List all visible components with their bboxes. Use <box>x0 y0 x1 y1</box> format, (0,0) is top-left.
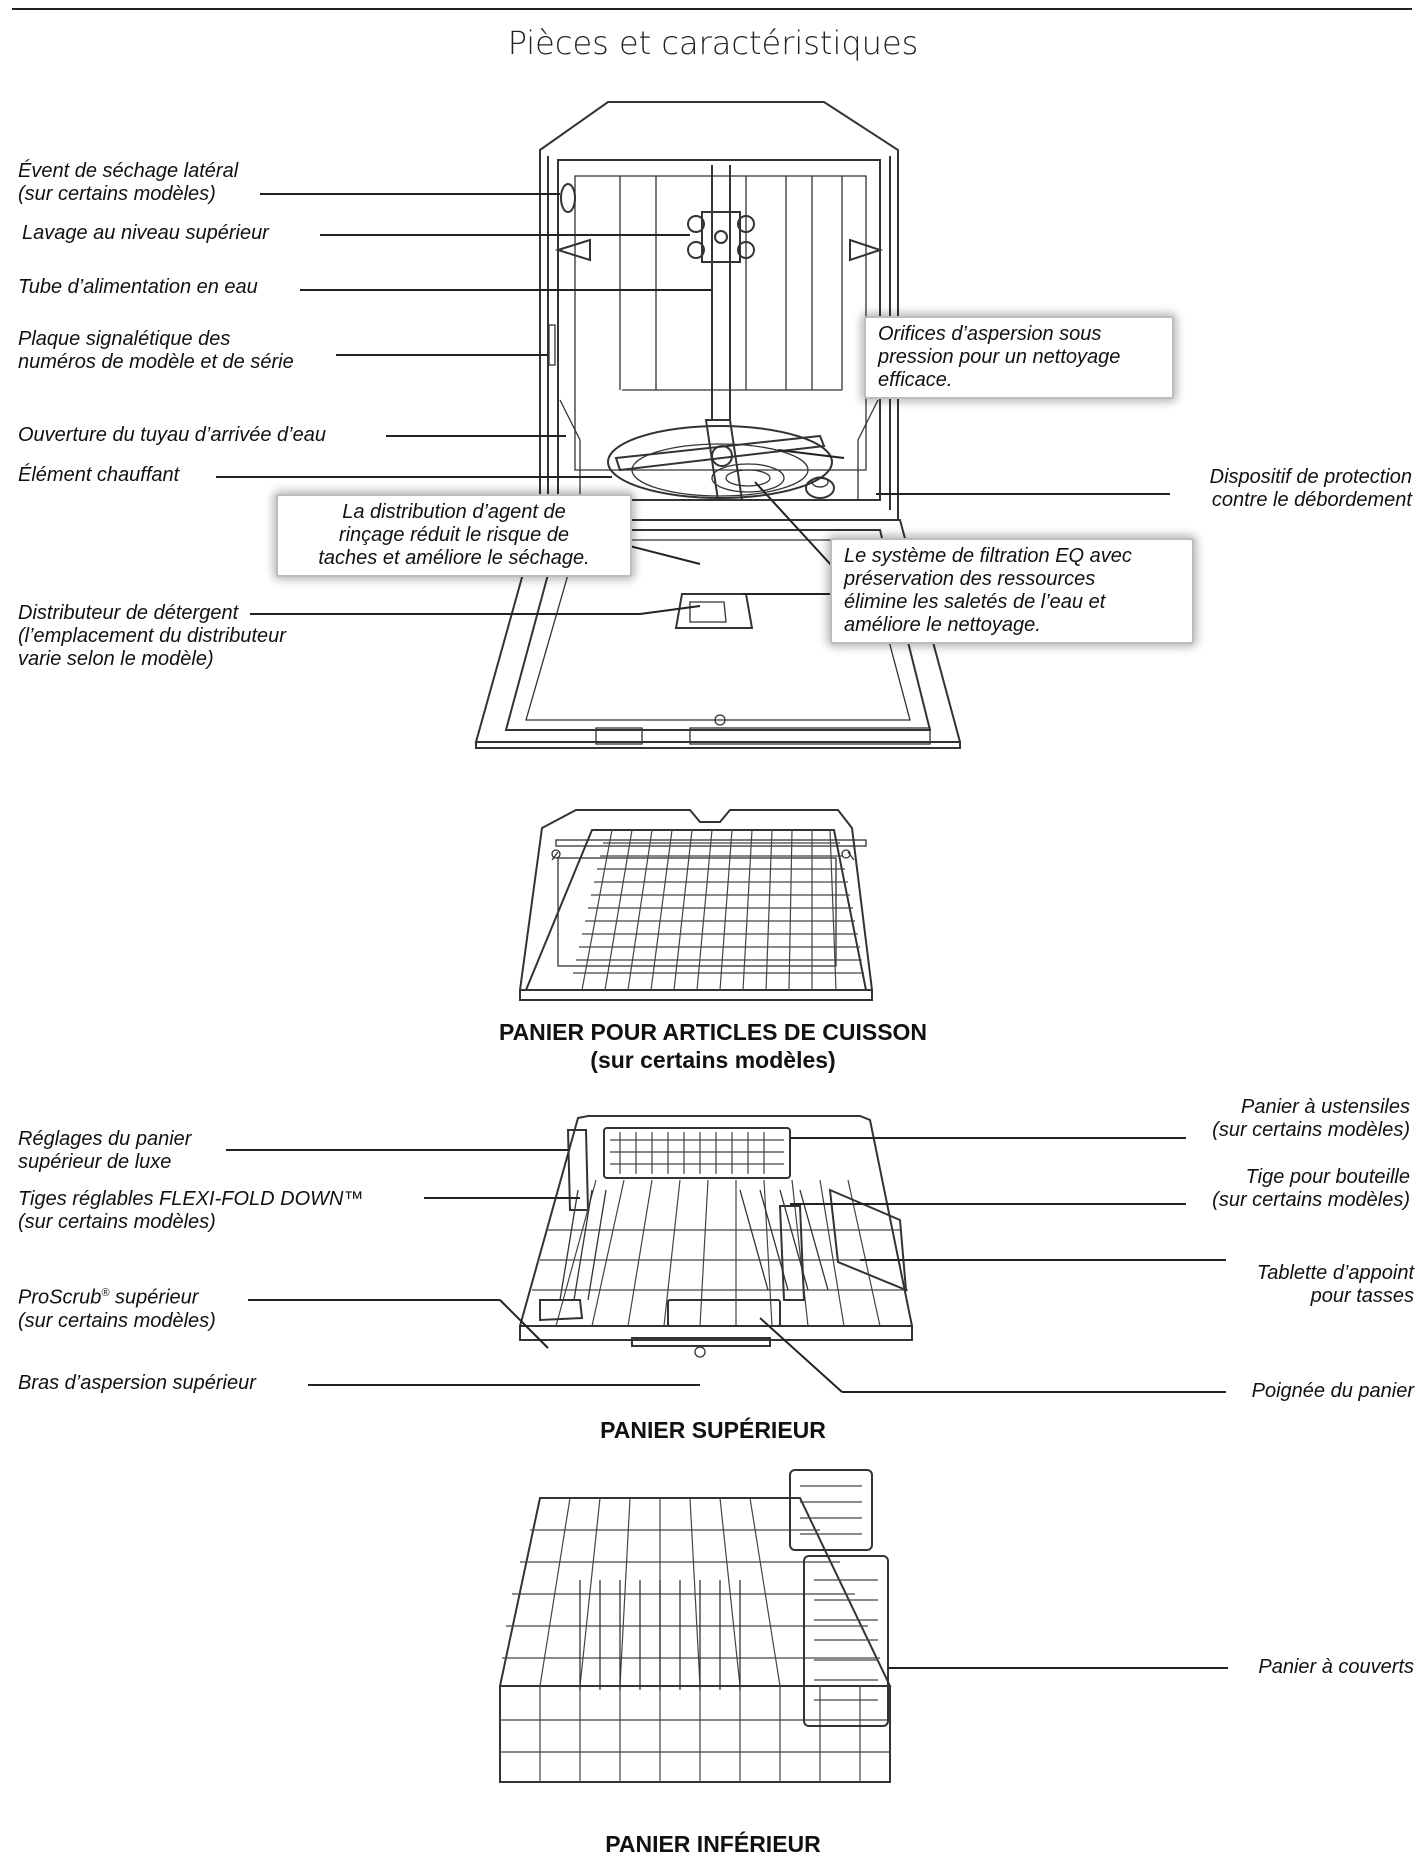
label-cup-line1: Tablette d’appoint <box>1256 1262 1414 1284</box>
label-bottle-line2: (sur certains modèles) <box>1212 1189 1410 1211</box>
proscrub-name: ProScrub <box>18 1286 102 1309</box>
top-rule <box>12 8 1412 10</box>
caption-cookware-line2: (sur certains modèles) <box>590 1047 836 1073</box>
label-cup-line2: pour tasses <box>1310 1285 1414 1307</box>
label-water-tube: Tube d’alimentation en eau <box>18 276 258 298</box>
label-inlet-opening: Ouverture du tuyau d’arrivée d’eau <box>18 424 326 446</box>
label-side-vent-line2: (sur certains modèles) <box>18 183 216 205</box>
label-proscrub: ProScrub® supérieur (sur certains modèle… <box>18 1282 216 1333</box>
callout-jets-line3: efficace. <box>878 369 953 391</box>
callout-rinse-line2: rinçage réduit le risque de <box>338 524 570 546</box>
upper-rack-leader-lines <box>226 1137 1226 1393</box>
label-utensil-line2: (sur certains modèles) <box>1212 1119 1410 1141</box>
proscrub-rest: supérieur <box>109 1286 199 1309</box>
label-side-vent-line1: Évent de séchage latéral <box>18 160 239 182</box>
label-serial-plate-line2: numéros de modèle et de série <box>18 351 294 373</box>
label-overflow-line1: Dispositif de protection <box>1209 466 1412 488</box>
label-rack-handle: Poignée du panier <box>1251 1380 1414 1402</box>
cookware-rack-illustration <box>518 809 874 1001</box>
label-proscrub-line2: (sur certains modèles) <box>18 1309 216 1332</box>
lower-rack-illustration <box>498 1469 892 1783</box>
proscrub-registered-mark: ® <box>101 1287 110 1299</box>
label-adjust-line2: supérieur de luxe <box>18 1151 172 1173</box>
label-upper-spray-arm: Bras d’aspersion supérieur <box>18 1372 256 1394</box>
callout-jets-line1: Orifices d’aspersion sous <box>878 323 1102 345</box>
label-side-vent: Évent de séchage latéral (sur certains m… <box>18 160 238 206</box>
upper-rack-illustration <box>518 1115 914 1358</box>
callout-filter-line1: Le système de filtration EQ avec <box>844 545 1132 567</box>
caption-lower-rack: PANIER INFÉRIEUR <box>605 1831 821 1857</box>
callout-filter-line3: élimine les saletés de l’eau et <box>844 591 1106 613</box>
callout-jets-line2: pression pour un nettoyage <box>878 346 1121 368</box>
caption-cookware-rack: PANIER POUR ARTICLES DE CUISSON (sur cer… <box>0 1018 1426 1074</box>
callout-rinse-aid: La distribution d’agent de rinçage rédui… <box>276 494 632 577</box>
label-rack-adjusters: Réglages du panier supérieur de luxe <box>18 1128 191 1174</box>
callout-filter-line4: améliore le nettoyage. <box>844 614 1041 636</box>
label-serial-plate: Plaque signalétique des numéros de modèl… <box>18 328 294 374</box>
label-bottle-tine: Tige pour bouteille (sur certains modèle… <box>1116 1166 1410 1212</box>
caption-upper-rack: PANIER SUPÉRIEUR <box>600 1417 826 1443</box>
label-upper-wash: Lavage au niveau supérieur <box>22 222 269 244</box>
label-proscrub-line1: ProScrub® supérieur <box>18 1282 216 1310</box>
label-tines-line1: Tiges réglables FLEXI-FOLD DOWN™ <box>18 1188 364 1210</box>
label-detergent-line2: (l’emplacement du distributeur <box>18 625 286 647</box>
label-bottle-line1: Tige pour bouteille <box>1245 1166 1410 1188</box>
label-detergent-line3: varie selon le modèle) <box>18 648 214 670</box>
label-overflow-line2: contre le débordement <box>1211 489 1412 511</box>
label-heating-element: Élément chauffant <box>18 464 180 486</box>
label-detergent-dispenser: Distributeur de détergent (l’emplacement… <box>18 602 286 671</box>
label-cup-shelf: Tablette d’appoint pour tasses <box>1116 1262 1414 1308</box>
label-serial-plate-line1: Plaque signalétique des <box>18 328 231 350</box>
page-title: Pièces et caractéristiques <box>507 24 919 62</box>
dishwasher-leader-lines <box>216 193 1170 615</box>
label-cutlery-basket: Panier à couverts <box>1258 1656 1414 1678</box>
callout-spray-jets: Orifices d’aspersion sous pression pour … <box>864 316 1174 399</box>
label-tines-line2: (sur certains modèles) <box>18 1211 216 1233</box>
callout-filter-line2: préservation des ressources <box>844 568 1096 590</box>
callout-filtration-system: Le système de filtration EQ avec préserv… <box>830 538 1194 644</box>
label-detergent-line1: Distributeur de détergent <box>18 602 239 624</box>
label-overflow-protection: Dispositif de protection contre le débor… <box>1116 466 1412 512</box>
label-flexi-fold-tines: Tiges réglables FLEXI-FOLD DOWN™ (sur ce… <box>18 1188 363 1234</box>
label-adjust-line1: Réglages du panier <box>18 1128 192 1150</box>
caption-cookware-line1: PANIER POUR ARTICLES DE CUISSON <box>498 1019 928 1045</box>
callout-rinse-line1: La distribution d’agent de <box>342 501 566 523</box>
dishwasher-illustration <box>474 101 962 749</box>
label-utensil-line1: Panier à ustensiles <box>1241 1096 1410 1118</box>
label-utensil-basket: Panier à ustensiles (sur certains modèle… <box>1116 1096 1410 1142</box>
callout-rinse-line3: taches et améliore le séchage. <box>318 547 590 569</box>
